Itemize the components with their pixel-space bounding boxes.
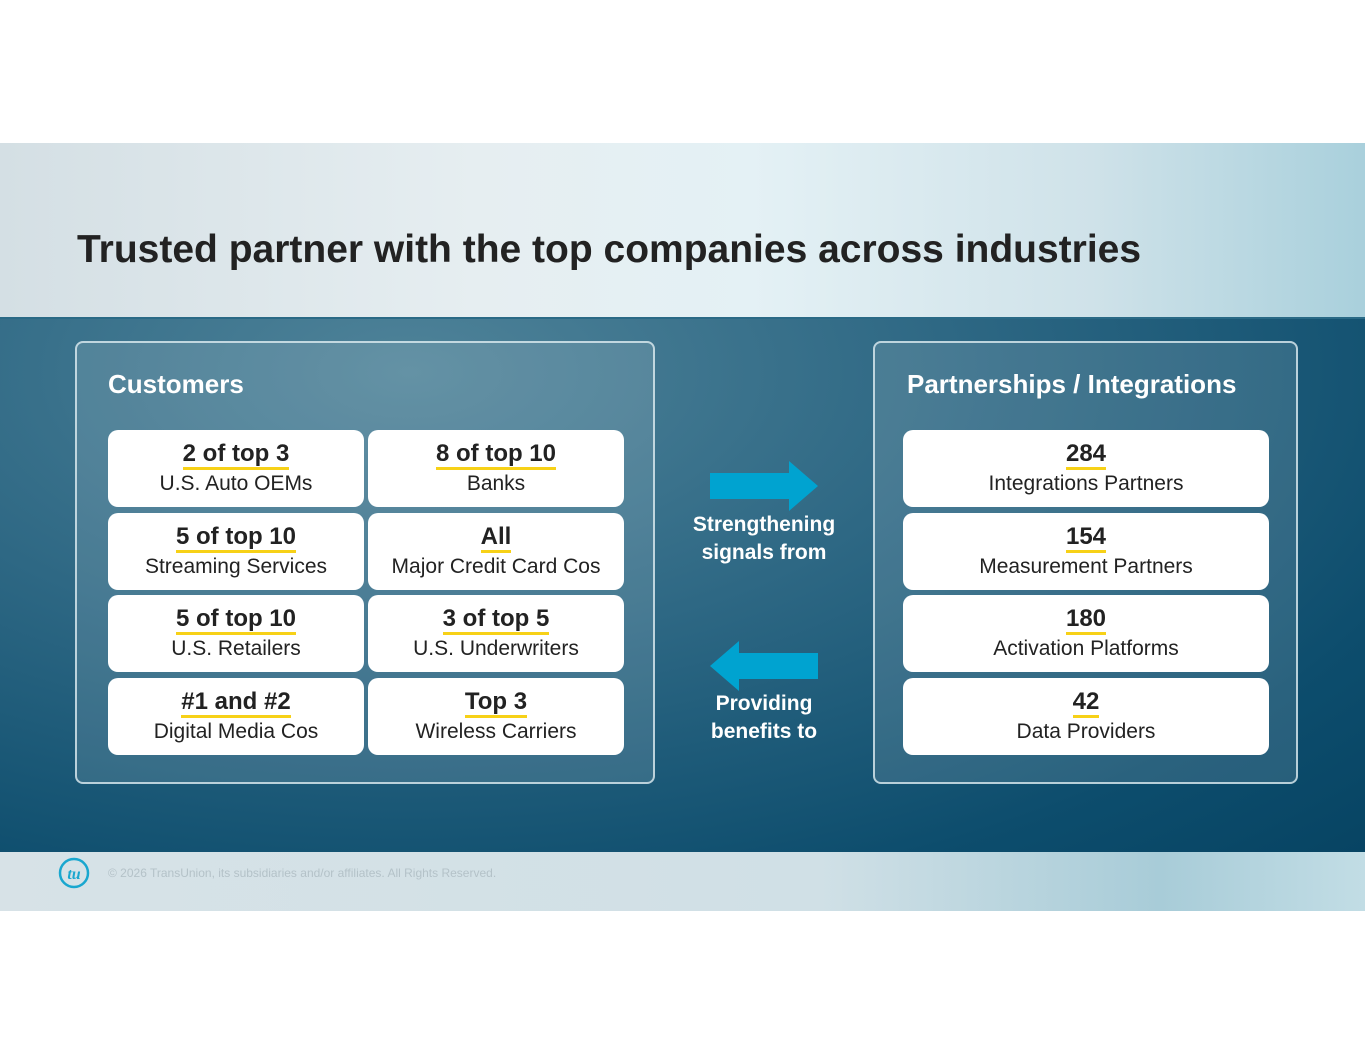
card-stat: 5 of top 10 [175, 606, 296, 635]
customers-title: Customers [108, 369, 244, 399]
card-stat: 8 of top 10 [435, 441, 556, 470]
card-label: Streaming Services [144, 554, 328, 578]
arrow-right-icon [710, 461, 818, 511]
label-line: benefits to [710, 720, 818, 743]
page-title: Trusted partner with the top companies a… [77, 228, 1142, 271]
card-label: U.S. Underwriters [413, 637, 579, 660]
card-stat: 154 [1065, 523, 1107, 553]
card-label: Data Providers [1016, 719, 1156, 743]
card-stat: 3 of top 5 [442, 606, 550, 635]
card-stat: Top 3 [464, 688, 528, 718]
svg-text:tu: tu [67, 866, 80, 883]
card-stat: 180 [1065, 606, 1107, 635]
card-label: Integrations Partners [988, 472, 1184, 495]
card-label: Activation Platforms [993, 637, 1179, 660]
card-stat: 284 [1065, 441, 1107, 470]
card-stat: All [480, 523, 512, 553]
card-stat: #1 and #2 [181, 688, 291, 718]
card-label: Banks [466, 472, 526, 495]
partnerships-title: Partnerships / Integrations [907, 369, 1237, 399]
copyright-text: © 2026 TransUnion, its subsidiaries and/… [108, 866, 497, 880]
card-label: U.S. Retailers [171, 637, 301, 660]
providing-label: Providing benefits to [664, 690, 864, 746]
card-stat: 5 of top 10 [175, 523, 296, 553]
card-stat: 42 [1072, 688, 1100, 718]
card-label: Digital Media Cos [153, 719, 319, 743]
header-band [0, 143, 1365, 317]
card-stat: 2 of top 3 [182, 441, 290, 470]
card-label: U.S. Auto OEMs [159, 472, 313, 495]
arrow-left-icon [710, 641, 818, 691]
footer [0, 852, 1365, 911]
label-line: Strengthening [692, 513, 836, 536]
card-label: Wireless Carriers [415, 719, 577, 743]
strengthening-label: Strengthening signals from [664, 511, 864, 567]
label-line: signals from [701, 541, 827, 564]
card-label: Major Credit Card Cos [391, 554, 601, 578]
transunion-logo: tu [58, 857, 90, 889]
label-line: Providing [715, 692, 813, 715]
card-label: Measurement Partners [979, 554, 1193, 578]
